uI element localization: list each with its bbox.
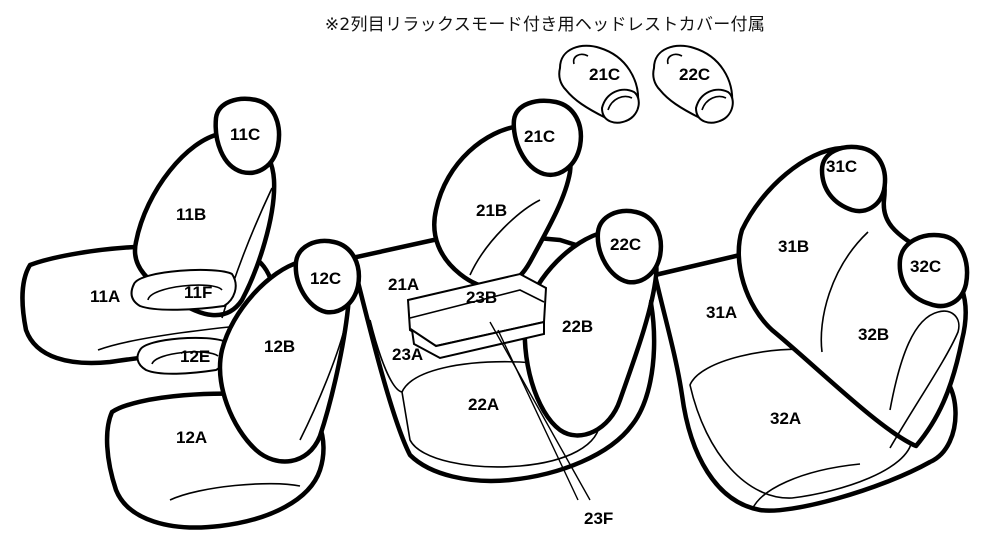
headrest-32c xyxy=(897,232,970,309)
label-21c-extra: 21C xyxy=(589,65,620,84)
label-23f: 23F xyxy=(584,509,613,528)
headrest-12c xyxy=(293,238,362,315)
label-12a: 12A xyxy=(176,428,207,447)
label-11b: 11B xyxy=(176,205,206,224)
label-32c: 32C xyxy=(910,257,941,276)
label-11f: 11F xyxy=(184,283,212,302)
label-31c: 31C xyxy=(826,157,857,176)
armrest-base-23a xyxy=(410,320,545,360)
label-12e: 12E xyxy=(180,347,210,366)
label-21b: 21B xyxy=(476,201,507,220)
label-11c: 11C xyxy=(230,125,260,144)
label-21c: 21C xyxy=(524,127,555,146)
headrest-11c xyxy=(213,96,282,176)
label-22c: 22C xyxy=(610,235,641,254)
label-31b: 31B xyxy=(778,237,809,256)
headrest-22c xyxy=(595,208,664,285)
label-12c: 12C xyxy=(310,269,341,288)
headrest-21c xyxy=(511,98,584,178)
label-23b: 23B xyxy=(466,288,497,307)
label-12b: 12B xyxy=(264,337,295,356)
label-22b: 22B xyxy=(562,317,593,336)
row1-seat xyxy=(20,96,362,530)
extra-headrest-22c xyxy=(652,44,734,124)
label-32a: 32A xyxy=(770,409,801,428)
label-23a: 23A xyxy=(392,345,423,364)
headrest-31c xyxy=(819,144,888,214)
label-22a: 22A xyxy=(468,395,499,414)
row3-seat xyxy=(652,144,970,513)
backrest-12b xyxy=(217,258,351,464)
armrest-11f xyxy=(130,268,237,311)
extra-headrest-21c xyxy=(558,44,640,124)
label-22c-extra: 22C xyxy=(679,65,710,84)
label-32b: 32B xyxy=(858,325,889,344)
label-21a: 21A xyxy=(388,275,419,294)
row2-seat xyxy=(349,98,664,501)
armrest-12e xyxy=(136,336,230,375)
label-31a: 31A xyxy=(706,303,737,322)
label-11a: 11A xyxy=(90,287,120,306)
headrest-note: ※2列目リラックスモード付き用ヘッドレストカバー付属 xyxy=(324,15,766,35)
